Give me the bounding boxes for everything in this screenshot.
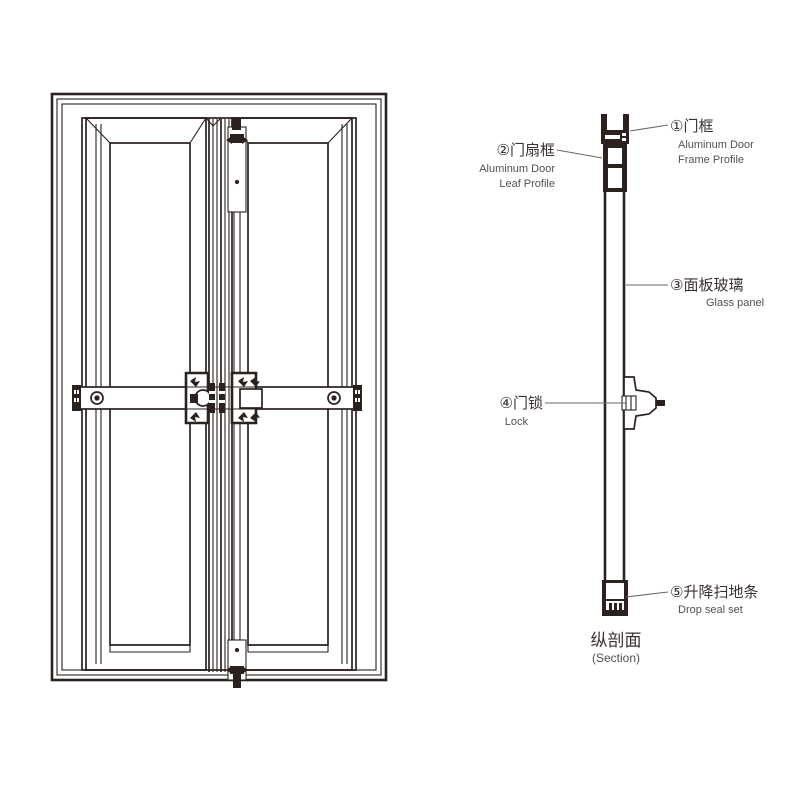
callout-1-en-1: Aluminum Door (678, 139, 754, 151)
callout-2-en-2: Leaf Profile (499, 178, 555, 190)
callout-2-cn: ②门扇框 (497, 141, 555, 159)
section-title-en: (Section) (592, 651, 640, 665)
section-bottom-profile (602, 580, 628, 616)
push-bar-right (230, 371, 362, 425)
callout-1-en-2: Frame Profile (678, 154, 744, 166)
push-bar-left-endcap-slot-4 (77, 398, 79, 402)
push-bar-right-endcap-slot-3 (355, 398, 357, 402)
centre-latch-interface (209, 383, 225, 413)
push-bar-left-endcap-slot-2 (77, 390, 79, 394)
top-latch-housing (230, 134, 244, 143)
callout-5-en-1: Drop seal set (678, 604, 743, 616)
callout-lock: ④门锁 Lock (500, 394, 543, 428)
push-bar-left-mount-hub (94, 395, 100, 401)
section-glass-panel (603, 192, 626, 580)
callout-leaders (545, 124, 669, 598)
centre-latch-block-b (219, 383, 225, 413)
section-head-profile (601, 114, 629, 144)
section-frame-leg-right (623, 114, 629, 134)
leader-line-5 (625, 591, 669, 598)
left-leaf-outline (85, 117, 207, 671)
callout-1-cn: ①门框 (670, 117, 713, 135)
push-bar-left (72, 371, 212, 425)
top-latch-arrow-right (242, 136, 248, 144)
section-lock-body (623, 376, 657, 430)
section-frame-leg-left (601, 114, 607, 134)
bottom-latch-bolt (233, 674, 241, 688)
section-frame-head-notch-1 (622, 133, 626, 136)
leader-line-1 (629, 124, 669, 132)
left-leaf-mitre-tr (189, 117, 207, 144)
push-bar-left-endcap-slot-3 (74, 398, 76, 402)
section-lock-assembly (621, 376, 665, 430)
push-bar-left-endcap (72, 385, 81, 411)
section-frame-head-notch-2 (622, 138, 626, 141)
centre-latch-slot-b2 (219, 400, 225, 403)
right-leaf-outline (231, 117, 353, 671)
top-rod-fixing-screw (234, 179, 240, 185)
meeting-stile-apex (205, 117, 222, 127)
section-drop-seal-rib-2 (614, 603, 617, 610)
bottom-latch-arrow-right (242, 666, 248, 674)
push-bar-left-latch-tongue (190, 394, 198, 403)
bottom-latch-housing (230, 666, 244, 674)
section-bottom-rail-cavity (606, 583, 624, 599)
vertical-section-view: 纵剖面 (Section) (591, 114, 665, 665)
push-bar-right-screw-tr (250, 377, 260, 387)
push-bar-right-mount-hub (331, 395, 337, 401)
push-bar-right-screw-bl (238, 412, 248, 422)
bottom-latch-arrow-left (226, 666, 232, 674)
left-leaf-bottom-rail (109, 645, 191, 653)
push-bar-right-screw-br (250, 412, 260, 422)
section-title-cn: 纵剖面 (591, 631, 642, 651)
callout-glass-panel: ③面板玻璃 Glass panel (670, 276, 764, 309)
push-bar-left-endcap-slot-1 (74, 390, 76, 394)
section-leaf-top-cavity-1 (608, 148, 622, 164)
section-leaf-top-profile (603, 144, 627, 192)
callout-4-en-1: Lock (505, 416, 529, 428)
section-frame-head-web (605, 133, 620, 135)
callout-4-cn: ④门锁 (500, 394, 543, 412)
bottom-rod-fixing-screw (234, 647, 240, 653)
callout-3-en-1: Glass panel (706, 297, 764, 309)
front-elevation-view (50, 92, 388, 688)
section-lock-spindle (656, 400, 665, 406)
callout-door-leaf: ②门扇框 Aluminum Door Leaf Profile (479, 141, 555, 190)
centre-latch-slot-b1 (219, 391, 225, 394)
push-bar-left-screw-tl (190, 377, 200, 387)
callout-5-cn: ⑤升降扫地条 (670, 583, 758, 601)
push-bar-right-endcap-slot-1 (355, 390, 357, 394)
top-latch-arrow-left (226, 136, 232, 144)
right-leaf-mitre-tr (327, 117, 353, 144)
push-bar-right-endcap (353, 385, 362, 411)
outer-frame-outline (50, 92, 388, 682)
callout-labels: ①门框 Aluminum Door Frame Profile ②门扇框 Alu… (479, 117, 764, 616)
top-flush-bolt-assembly (226, 118, 248, 640)
centre-latch-slot-a2 (209, 400, 215, 403)
section-drop-seal-rib-3 (619, 603, 622, 610)
push-bar-right-endcap-slot-2 (358, 390, 360, 394)
centre-latch-slot-a1 (209, 391, 215, 394)
centre-latch-block-a (209, 383, 215, 413)
push-bar-right-screw-tl (238, 377, 248, 387)
callout-drop-seal: ⑤升降扫地条 Drop seal set (670, 583, 758, 616)
outer-frame-inner-edge (56, 98, 382, 676)
push-bar-right-endcap-slot-4 (358, 398, 360, 402)
left-leaf-mitre-tl (85, 117, 111, 144)
right-leaf-bottom-rail (247, 645, 329, 653)
callout-2-en-1: Aluminum Door (479, 163, 555, 175)
push-bar-right-keeper-pocket (239, 388, 263, 409)
section-frame-head-cavity (605, 133, 620, 139)
bottom-flush-bolt-assembly (226, 639, 248, 688)
push-bar-left-screw-bl (190, 412, 200, 422)
section-drop-seal-rib-1 (609, 603, 612, 610)
callout-3-cn: ③面板玻璃 (670, 276, 743, 294)
callout-door-frame: ①门框 Aluminum Door Frame Profile (670, 117, 754, 166)
leader-line-2 (556, 149, 603, 159)
section-leaf-top-cavity-2 (608, 168, 622, 188)
top-latch-bolt (232, 118, 241, 130)
